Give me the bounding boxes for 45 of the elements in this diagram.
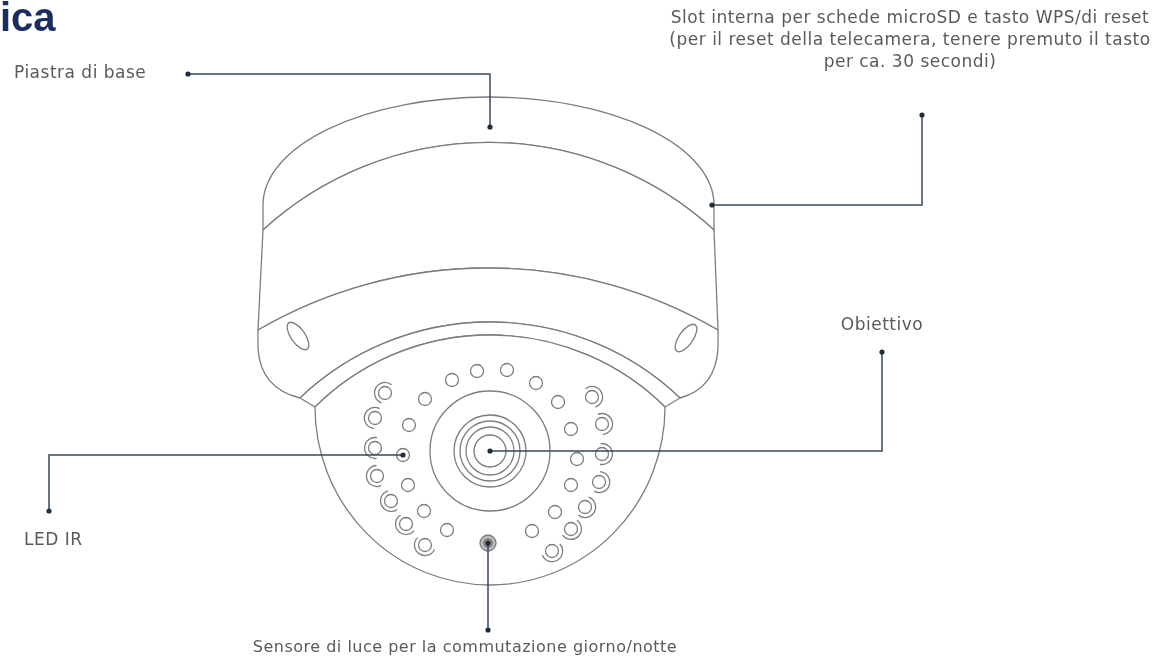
ir-led	[550, 394, 566, 410]
ir-led	[365, 464, 385, 488]
ir-led	[563, 477, 579, 493]
camera-lens	[429, 390, 551, 512]
ir-led	[363, 406, 383, 430]
ir-led	[569, 451, 585, 467]
ir-led	[417, 391, 433, 407]
ir-led	[594, 442, 614, 466]
leader-line	[46, 452, 406, 514]
part-label: LED IR	[24, 528, 83, 550]
leader-line	[487, 349, 885, 454]
leader-line	[185, 71, 493, 130]
ir-led	[594, 412, 614, 436]
light-sensor	[479, 534, 497, 552]
part-label: Sensore di luce per la commutazione giorno/notte	[240, 636, 690, 658]
ir-led	[577, 496, 597, 519]
ir-led	[547, 504, 563, 520]
ir-led	[400, 477, 416, 493]
ir-led	[416, 503, 432, 519]
ir-led	[524, 523, 540, 539]
part-label: Slot interna per schede microSD e tasto WPS/di reset (per il reset della telecamera, tenere premuto il tasto per ca. 30 secondi)	[660, 6, 1160, 72]
camera-housing	[257, 141, 719, 399]
ir-led	[401, 417, 417, 433]
ir-led	[584, 385, 604, 408]
base-plate	[262, 96, 715, 231]
part-label: Obiettivo	[832, 313, 932, 335]
leader-line	[709, 112, 925, 208]
ir-led	[413, 536, 436, 557]
ir-led	[444, 372, 460, 388]
ir-led	[469, 363, 485, 379]
ir-led	[499, 362, 515, 378]
ir-led	[591, 470, 611, 494]
ir-led	[363, 436, 383, 460]
ir-led	[541, 543, 564, 563]
ir-led	[439, 522, 455, 538]
ir-led	[379, 490, 399, 513]
leader-line	[485, 540, 491, 633]
ir-led	[561, 519, 583, 541]
ir-led	[528, 375, 544, 391]
page-title: ica	[0, 0, 56, 37]
part-label: Piastra di base	[14, 61, 147, 83]
ir-led	[394, 514, 415, 536]
ir-led	[395, 447, 411, 463]
ir-led	[563, 421, 579, 437]
ir-led	[373, 381, 393, 404]
